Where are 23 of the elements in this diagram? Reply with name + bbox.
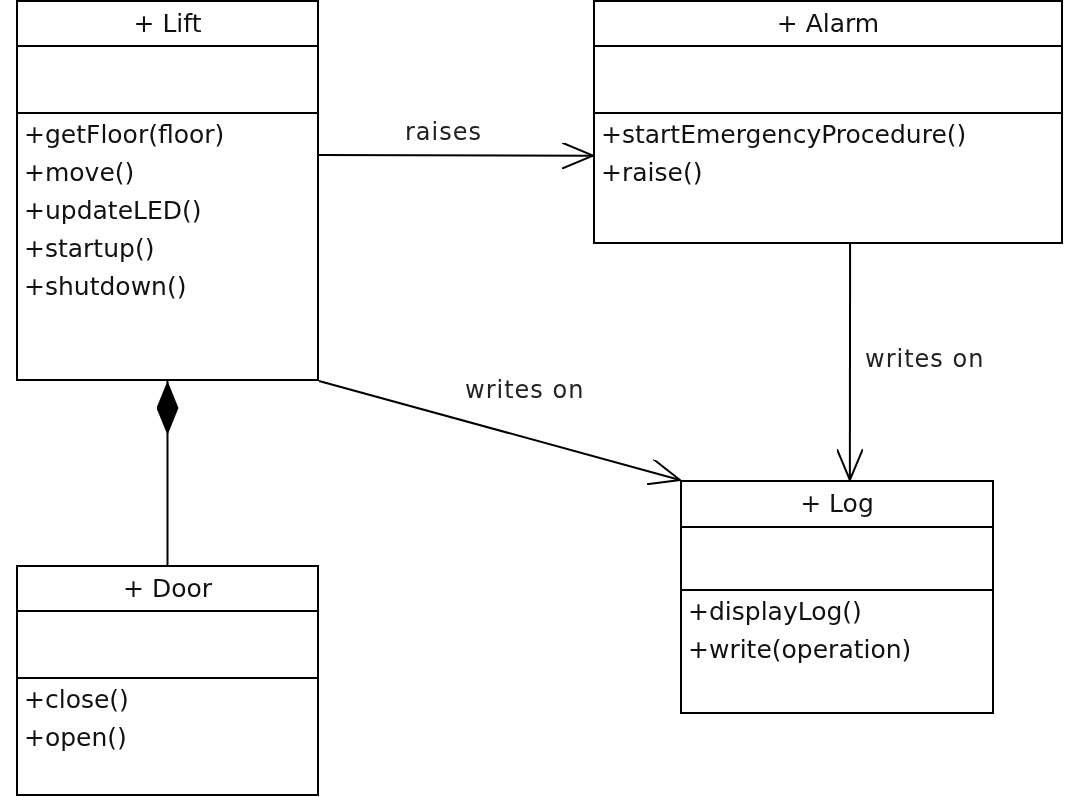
arrow — [318, 380, 681, 486]
method-name: +close() — [23, 684, 129, 716]
method-name: +displayLog() — [687, 596, 862, 628]
class-name: + Alarm — [775, 8, 881, 40]
class-name: + Log — [799, 488, 875, 520]
method-name: +write(operation) — [687, 634, 912, 666]
class-name: + Lift — [132, 8, 203, 40]
method-name: +startup() — [23, 233, 155, 265]
method-name: +getFloor(floor) — [23, 119, 225, 151]
method-name: +shutdown() — [23, 271, 187, 303]
method-name: +updateLED() — [23, 195, 202, 227]
class-name: + Door — [122, 573, 213, 605]
method-name: +move() — [23, 157, 135, 189]
class-box — [680, 480, 994, 714]
method-name: +open() — [23, 722, 127, 754]
composition-line — [156, 380, 179, 566]
class-box — [16, 565, 319, 796]
method-name: +startEmergencyProcedure() — [600, 119, 967, 151]
arrow — [835, 243, 864, 481]
class-box — [16, 0, 319, 381]
method-name: +raise() — [600, 157, 703, 189]
arrow — [318, 141, 594, 170]
class-box — [593, 0, 1063, 244]
